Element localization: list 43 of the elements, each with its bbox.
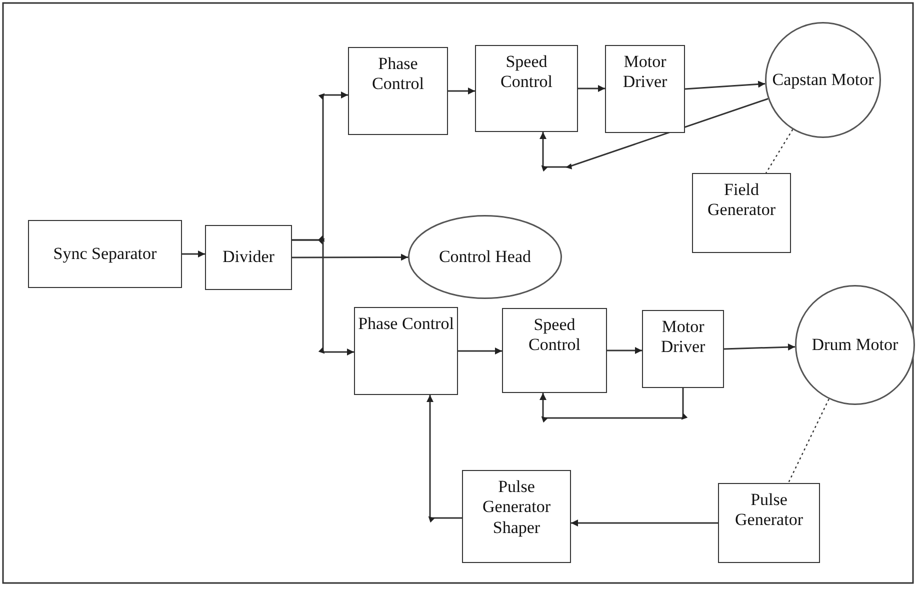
block-box — [462, 470, 571, 563]
block-label: Drum Motor — [810, 334, 900, 356]
arrow — [571, 520, 718, 526]
block-box — [642, 310, 724, 388]
block-label: Motor Driver — [622, 52, 668, 93]
block-box — [28, 220, 182, 288]
block-box — [718, 483, 820, 563]
arrow — [607, 347, 642, 354]
dotted-line — [788, 398, 830, 484]
block-box — [502, 308, 607, 393]
block-label: Capstan Motor — [771, 70, 875, 90]
arrow — [426, 395, 462, 522]
arrow — [182, 250, 205, 258]
block-label: Phase Control — [357, 314, 455, 334]
block-label: Pulse Generator — [734, 490, 804, 531]
block-box — [348, 47, 448, 135]
arrow — [540, 98, 768, 172]
block-label: Phase Control — [371, 54, 425, 95]
arrow — [684, 80, 766, 90]
block-label: Motor Driver — [660, 317, 706, 358]
block-label: Pulse Generator Shaper — [482, 477, 552, 538]
block-box — [692, 173, 791, 253]
block-label: Control Head — [438, 246, 532, 268]
arrow — [724, 344, 796, 351]
dotted-line — [766, 129, 794, 174]
arrow — [458, 348, 502, 354]
block-label: Field Generator — [706, 180, 776, 221]
block-box — [605, 45, 685, 133]
motor-circle — [795, 285, 915, 405]
motor-circle — [765, 22, 881, 138]
block-label: Speed Control — [528, 315, 582, 356]
arrow — [292, 254, 408, 261]
arrow — [578, 85, 605, 92]
arrow — [448, 88, 475, 94]
head-ellipse — [408, 215, 562, 299]
block-box — [354, 307, 458, 395]
block-label: Speed Control — [500, 52, 554, 93]
block-label: Sync Separator — [52, 244, 158, 264]
arrow — [540, 388, 688, 422]
arrow — [292, 236, 354, 356]
block-label: Divider — [222, 247, 276, 268]
block-box — [205, 225, 292, 290]
block-box — [475, 45, 578, 132]
